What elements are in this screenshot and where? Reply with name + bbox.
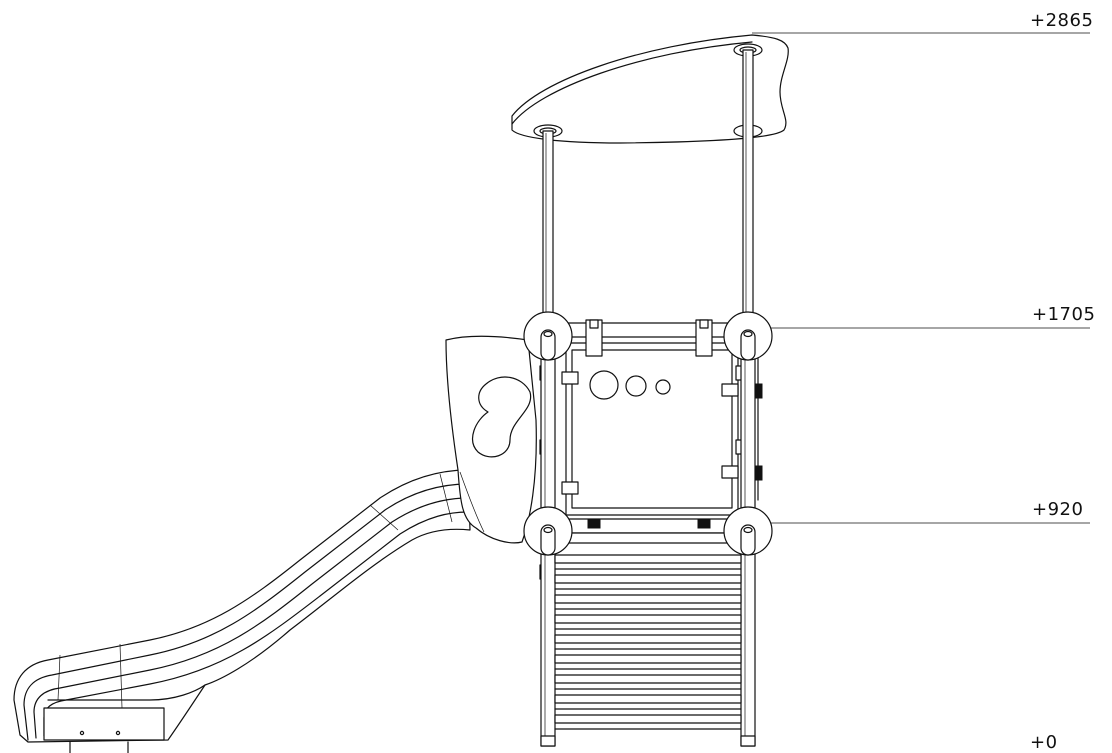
right-brackets [721, 365, 763, 481]
ball-joint-bottom-right [723, 506, 773, 556]
ladder-rung [554, 694, 742, 704]
ball-joint-bottom-left [523, 506, 573, 556]
level-marker-roof: +2865 [752, 10, 1093, 34]
slide [13, 469, 471, 753]
level-label-deck: +1705 [1032, 304, 1095, 325]
ladder-rung [554, 654, 742, 664]
slide-hood [445, 335, 537, 544]
roof-post-left [542, 130, 554, 322]
level-marker-deck: +1705 [752, 304, 1095, 329]
level-label-ground: +0 [1030, 732, 1058, 753]
ball-joint-top-left [523, 311, 573, 361]
ladder [554, 554, 742, 730]
ladder-rung [554, 714, 742, 724]
top-rail-clamps [585, 319, 713, 357]
level-label-roof: +2865 [1030, 10, 1093, 31]
tower-frame [539, 319, 763, 580]
ladder-rung [554, 554, 742, 564]
bottom-rail-clamps [587, 519, 711, 529]
ladder-rung [554, 674, 742, 684]
level-marker-step: +920 [752, 499, 1090, 524]
ladder-rung [554, 594, 742, 604]
ladder-rung [554, 634, 742, 644]
level-marker-ground: +0 [1030, 732, 1058, 753]
roof-post-right [742, 49, 754, 322]
level-label-step: +920 [1032, 499, 1083, 520]
ladder-rung [554, 614, 742, 624]
ladder-rung [554, 574, 742, 584]
ball-joint-top-right [723, 311, 773, 361]
